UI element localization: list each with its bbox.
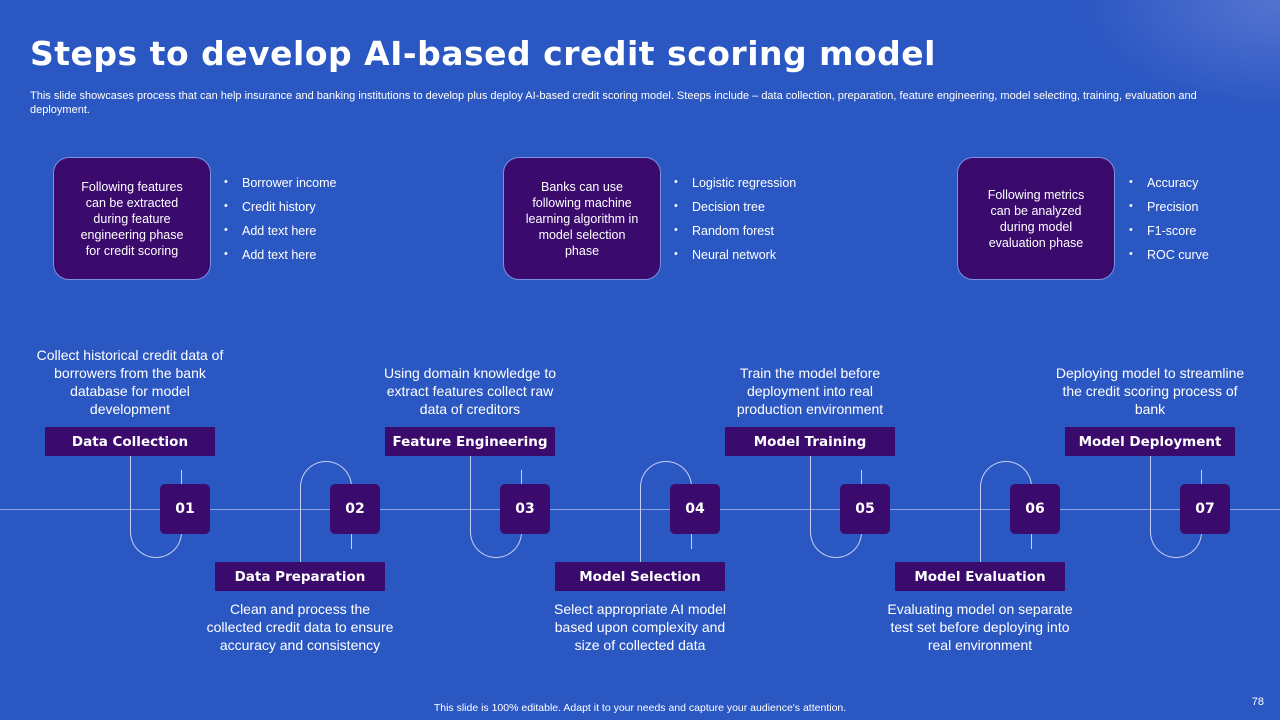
step-description-02: Clean and process the collected credit d… [206,601,394,653]
connector-line [300,530,301,562]
connector-line [640,530,641,562]
info-box-metrics: Following metrics can be analyzed during… [957,157,1115,280]
connector-line [980,530,981,562]
info-box-algorithms: Banks can use following machine learning… [503,157,661,280]
step-description-01: Collect historical credit data of borrow… [36,347,224,417]
page-subtitle: This slide showcases process that can he… [30,90,1197,116]
step-number-01: 01 [160,484,210,534]
step-number-02: 02 [330,484,380,534]
step-description-06: Evaluating model on separate test set be… [887,601,1073,653]
bullet-item: Add text here [224,248,336,272]
step-number-04: 04 [670,484,720,534]
step-label-model-evaluation: Model Evaluation [895,562,1065,591]
step-label-model-training: Model Training [725,427,895,456]
bullet-item: Decision tree [674,200,796,224]
step-description-03: Using domain knowledge to extract featur… [384,365,556,417]
bullet-list-features: Borrower income Credit history Add text … [224,176,336,272]
bullet-item: Accuracy [1129,176,1209,200]
step-label-model-selection: Model Selection [555,562,725,591]
bullet-item: Neural network [674,248,796,272]
info-box-text: Banks can use following machine learning… [525,179,639,258]
info-box-features: Following features can be extracted duri… [53,157,211,280]
bullet-item: Logistic regression [674,176,796,200]
step-number-03: 03 [500,484,550,534]
footer-note: This slide is 100% editable. Adapt it to… [433,702,847,714]
bullet-item: Credit history [224,200,336,224]
step-label-model-deployment: Model Deployment [1065,427,1235,456]
page-number: 78 [1251,696,1264,708]
step-label-data-collection: Data Collection [45,427,215,456]
page-title: Steps to develop AI-based credit scoring… [30,34,936,73]
corner-decoration [1080,0,1280,110]
step-label-data-preparation: Data Preparation [215,562,385,591]
step-label-feature-engineering: Feature Engineering [385,427,555,456]
bullet-item: Precision [1129,200,1209,224]
step-number-07: 07 [1180,484,1230,534]
bullet-list-metrics: Accuracy Precision F1-score ROC curve [1129,176,1209,272]
bullet-item: F1-score [1129,224,1209,248]
info-box-text: Following features can be extracted duri… [80,179,184,258]
bullet-item: Add text here [224,224,336,248]
bullet-item: ROC curve [1129,248,1209,272]
bullet-item: Random forest [674,224,796,248]
step-description-04: Select appropriate AI model based upon c… [554,601,726,653]
step-number-05: 05 [840,484,890,534]
step-description-07: Deploying model to streamline the credit… [1055,365,1245,417]
info-box-text: Following metrics can be analyzed during… [987,187,1085,250]
step-description-05: Train the model before deployment into r… [736,365,884,417]
bullet-list-algorithms: Logistic regression Decision tree Random… [674,176,796,272]
bullet-item: Borrower income [224,176,336,200]
step-number-06: 06 [1010,484,1060,534]
